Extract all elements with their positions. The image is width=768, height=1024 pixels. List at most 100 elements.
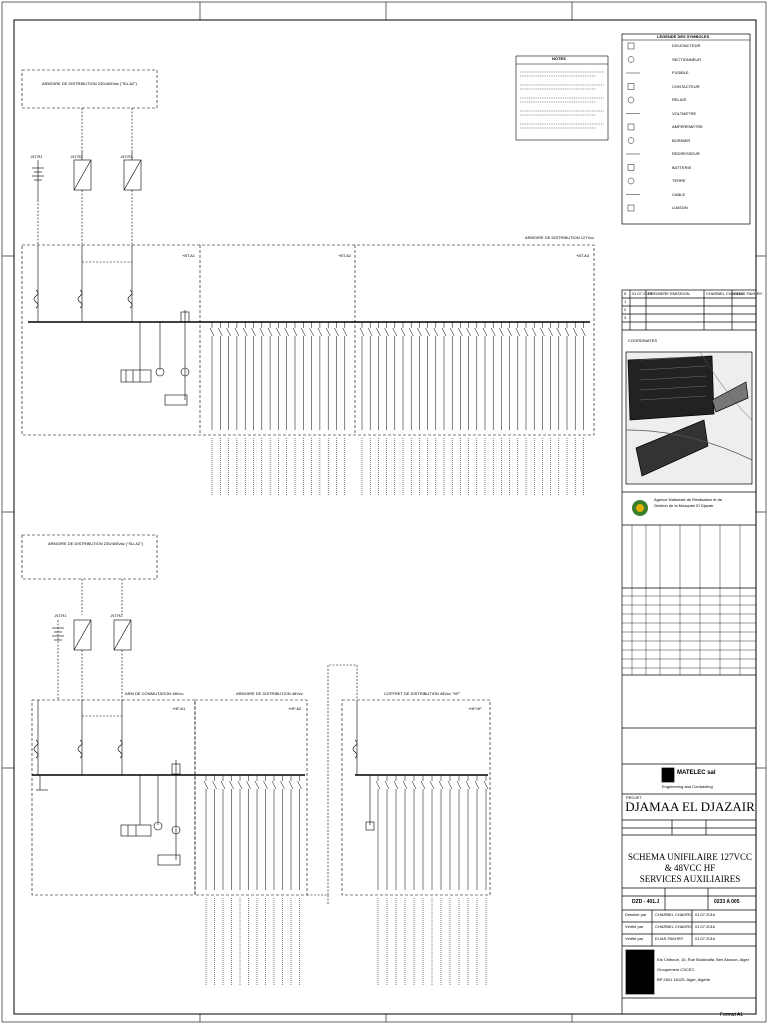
revision-index: 1	[624, 299, 627, 304]
legend-symbol	[627, 177, 635, 185]
drawing-title-line-2: SERVICES AUXILIAIRES	[639, 874, 741, 884]
signature-role: Vérifié par	[625, 936, 644, 941]
feeder-circuit	[220, 775, 226, 985]
feeder-circuit	[342, 322, 348, 495]
legend-item-label: TERRE	[672, 178, 686, 183]
top-panel-tag-2: +BT.A2	[338, 253, 352, 258]
title-block	[621, 289, 757, 1015]
project-label: PROJET	[626, 795, 642, 800]
feeder-circuit	[411, 775, 417, 985]
feeder-circuit	[234, 322, 240, 495]
feeder-circuit	[507, 322, 512, 495]
doc-no: 0233 A 005	[714, 899, 740, 905]
feeder-circuit	[482, 322, 488, 495]
bottom-rectifier-1: -NT.R1	[54, 613, 67, 618]
company-sub: Engineering and Contracting	[662, 784, 713, 789]
legend-item-label: FUSIBLE	[672, 70, 689, 75]
legend-symbol	[627, 164, 635, 171]
signature-role: Vérifié par	[625, 924, 644, 929]
feeder-circuit	[246, 775, 251, 985]
feeder-circuit	[384, 775, 390, 985]
top-rectifier-1: -NT.R1	[30, 154, 43, 159]
signature-role: Dessiné par	[625, 912, 647, 917]
feeder-circuit	[309, 322, 314, 495]
legend-symbol	[627, 96, 635, 104]
legend-item-label: CONTACTEUR	[672, 83, 700, 89]
feeder-circuit	[254, 775, 260, 985]
feeder-circuit	[218, 322, 223, 495]
revision-date: 01.07.2016	[632, 291, 653, 296]
bottom-rectifier-2: -NT.R2	[110, 613, 123, 618]
feeder-circuit	[540, 322, 545, 495]
revision-description: PREMIERE EMISSION	[648, 291, 690, 296]
feeder-circuit	[393, 775, 399, 985]
site-plan-image	[625, 351, 753, 477]
feeder-circuit	[317, 322, 323, 495]
revision-checked: ELIAS FAKHRY	[734, 291, 763, 296]
signature-date: 01.07.2016	[695, 924, 716, 929]
feeder-circuit	[515, 322, 521, 495]
feeder-circuit	[429, 775, 435, 985]
builder-logo	[625, 949, 655, 995]
feeder-circuit	[242, 322, 248, 495]
feeder-circuit	[483, 775, 489, 985]
feeder-circuit	[229, 775, 234, 985]
feeder-circuit	[251, 322, 256, 495]
signature-name: CHARBEL CHAGRO	[655, 924, 693, 929]
bottom-panel-tag-1: +HF.A1	[172, 706, 186, 711]
feeder-circuit	[263, 775, 268, 985]
bottom-source-box-title: ARMOIRE DE DISTRIBUTION 230/400Vac ("SU.…	[48, 541, 144, 546]
drawing-title: SCHEMA UNIFILAIRE 127VCC & 48VCC HF SERV…	[624, 852, 756, 885]
feeder-circuit	[259, 322, 265, 495]
feeder-circuit	[438, 775, 444, 985]
bottom-comm-title: ARM DE COMMUTATION 48Vcc	[125, 691, 184, 696]
feeder-circuit	[581, 322, 586, 495]
feeder-circuit	[288, 775, 294, 985]
legend-item-label: VOLTMETRE	[672, 110, 697, 116]
feeder-circuit	[531, 322, 537, 495]
address-line-2: Groupement CSCEC	[657, 967, 695, 972]
feeder-circuit	[556, 322, 562, 495]
feeder-circuit	[325, 322, 331, 495]
feeder-circuit	[292, 322, 298, 495]
feeder-circuit	[203, 775, 209, 985]
top-rectifier-3: -NT.R3	[120, 154, 133, 159]
feeder-circuit	[523, 322, 529, 495]
feeder-circuit	[359, 322, 365, 495]
legend-title: LEGENDE DES SYMBOLES	[657, 34, 710, 39]
feeder-circuit	[226, 322, 231, 495]
feeders-127vcc	[209, 322, 586, 495]
feeder-circuit	[237, 775, 243, 985]
feeder-circuit	[474, 322, 480, 495]
feeders-48vcc	[203, 775, 489, 985]
legend-box	[621, 33, 751, 225]
project-name: DJAMAA EL DJAZAIR	[625, 799, 755, 814]
feeder-circuit	[375, 775, 381, 985]
feeder-circuit	[392, 322, 398, 495]
feeder-circuit	[276, 322, 281, 495]
feeder-circuit	[209, 322, 215, 495]
feeder-circuit	[267, 322, 273, 495]
feeder-circuit	[572, 322, 578, 495]
doc-ref: DZD - 401.J	[632, 899, 660, 905]
legend-symbol	[627, 83, 635, 90]
feeder-circuit	[466, 322, 471, 495]
legend-symbol	[627, 56, 635, 63]
feeder-circuit	[449, 322, 455, 495]
revision-index: 2	[624, 307, 627, 312]
bottom-panel-tag-2: +HF.A2	[288, 706, 302, 711]
legend-item-label: DISJONCTEUR	[672, 43, 701, 48]
feeder-circuit	[400, 322, 406, 495]
feeder-circuit	[465, 775, 471, 985]
feeder-circuit	[499, 322, 504, 495]
feeder-circuit	[301, 322, 306, 495]
feeder-circuit	[367, 322, 373, 495]
bottom-dist-title: ARMOIRE DE DISTRIBUTION 48Vcc	[236, 691, 303, 696]
top-rectifier-2: -NT.R2	[70, 154, 83, 159]
feeder-circuit	[297, 775, 302, 985]
coordinates-label: COORDINATES	[628, 338, 658, 343]
feeder-circuit	[280, 775, 285, 985]
feeder-circuit	[334, 322, 339, 495]
feeder-circuit	[376, 322, 381, 495]
